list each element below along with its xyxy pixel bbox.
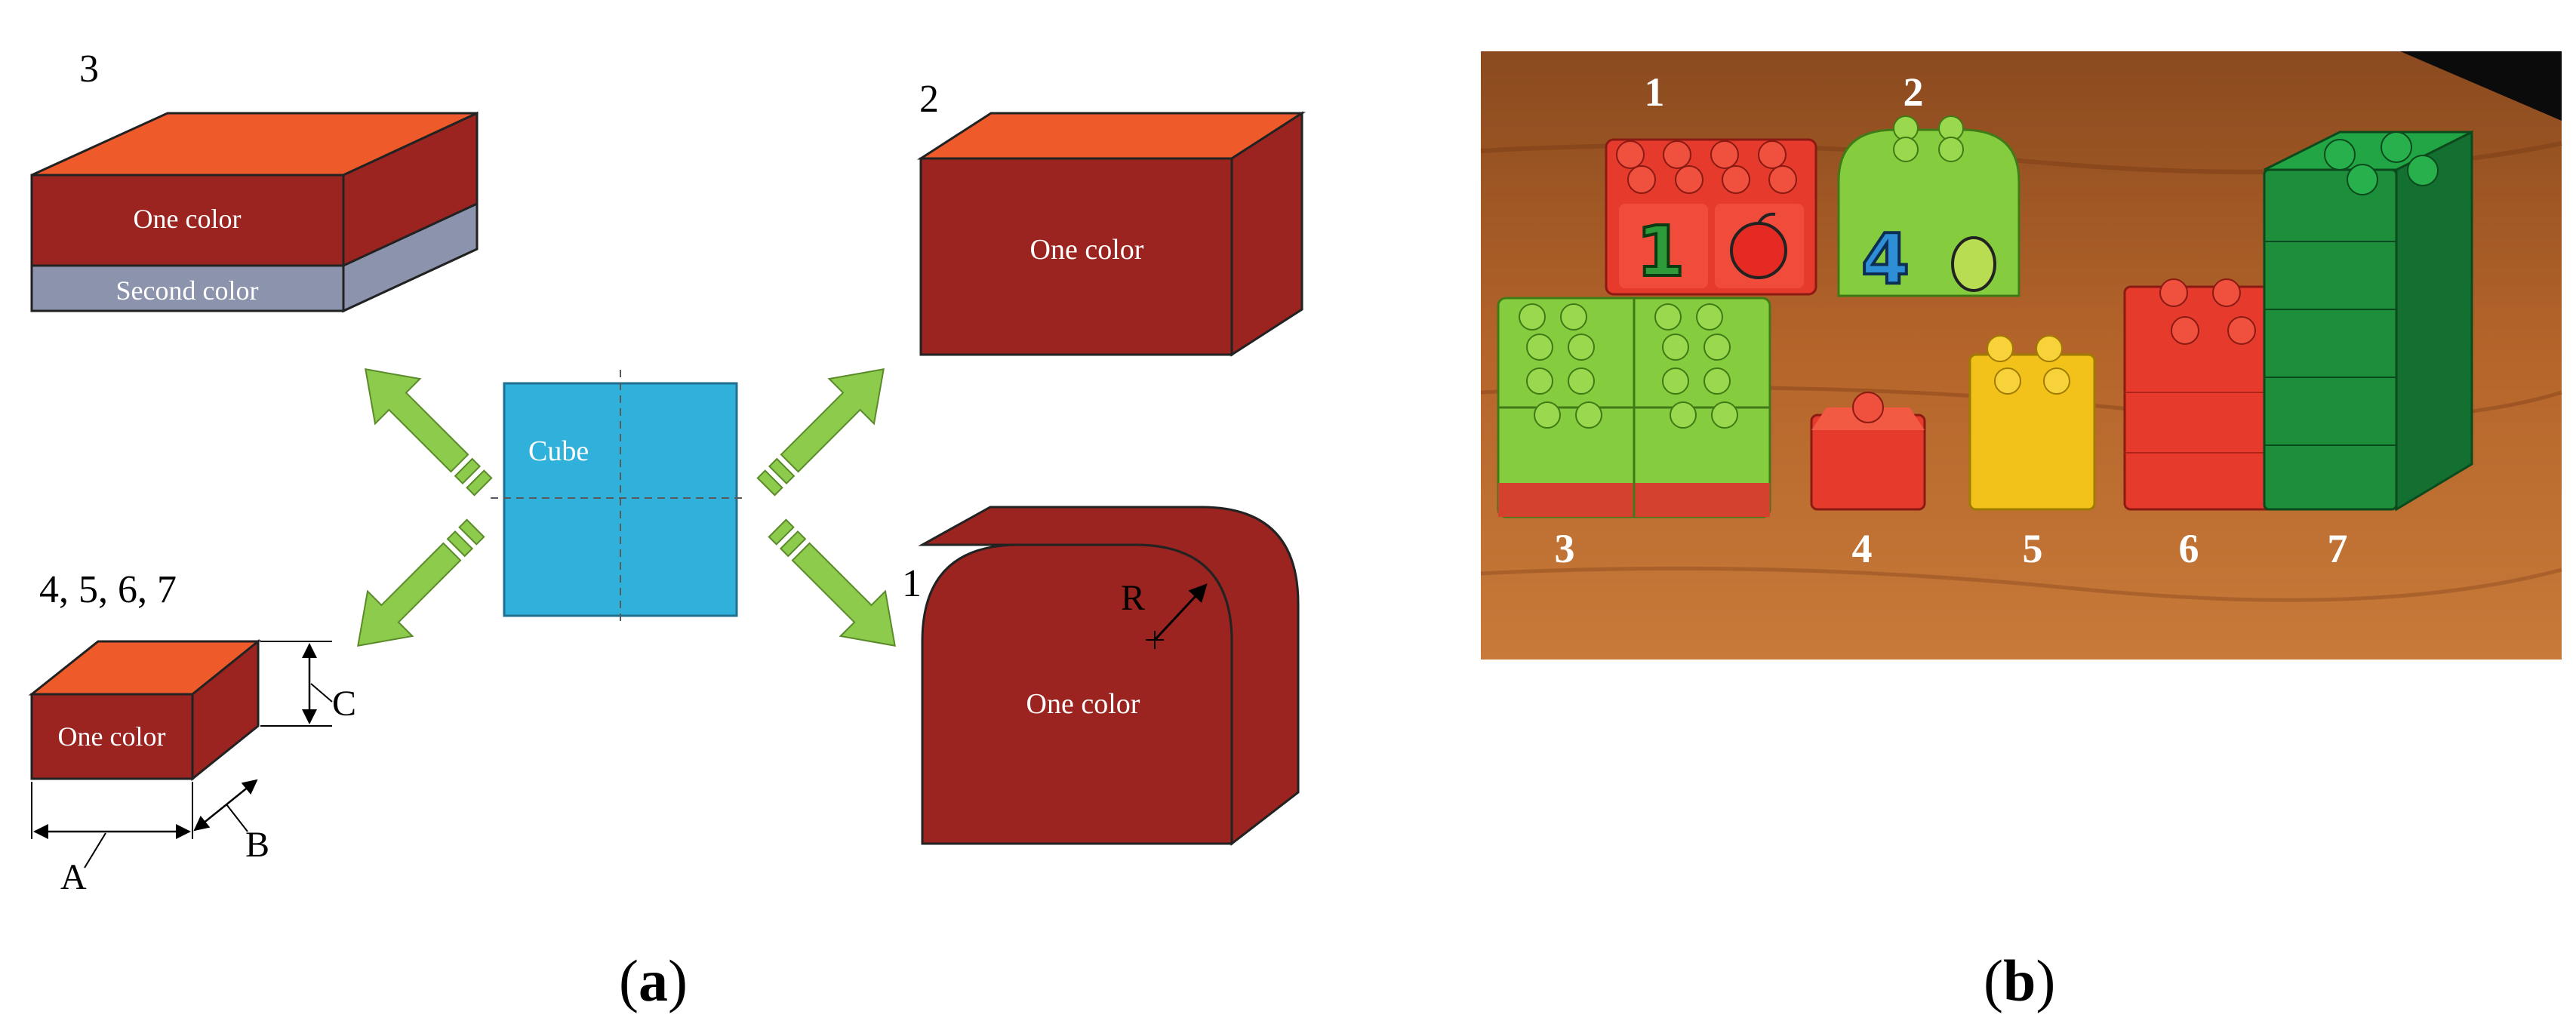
brick-3-green-2x2 bbox=[1497, 297, 1771, 518]
shape-4567-small-box: 4, 5, 6, 7 One color A B C bbox=[28, 568, 356, 897]
brick-1-red-numbered: 1 bbox=[1605, 138, 1817, 296]
shape-1-number: 1 bbox=[902, 562, 922, 605]
shape-1-text: One color bbox=[1026, 688, 1140, 720]
shape-2-box: 2 One color bbox=[916, 78, 1306, 357]
brick-label-5: 5 bbox=[2023, 526, 2043, 571]
brick-5-yellow bbox=[1968, 335, 2096, 511]
dimension-a-label: A bbox=[60, 857, 87, 897]
brick-label-2: 2 bbox=[1904, 69, 1924, 115]
diagram-panel-a: Cube 3 One color Second color 2 bbox=[28, 48, 1306, 897]
shape-3-bottom-text: Second color bbox=[116, 275, 259, 306]
brick-label-7: 7 bbox=[2328, 526, 2348, 571]
caption-a-letter: a bbox=[638, 948, 668, 1013]
shape-2-text: One color bbox=[1030, 234, 1144, 266]
cube-label: Cube bbox=[528, 435, 589, 467]
pear-icon bbox=[1951, 236, 1996, 292]
brick-2-green-arched: 4 bbox=[1837, 115, 2020, 301]
arrow-down-right bbox=[768, 518, 896, 647]
brick-1-digit: 1 bbox=[1636, 211, 1685, 292]
brick-2-digit: 4 bbox=[1861, 219, 1910, 300]
brick-label-3: 3 bbox=[1555, 526, 1575, 571]
arrow-down-left bbox=[357, 518, 485, 647]
shape-2-number: 2 bbox=[919, 78, 939, 121]
caption-a: (a) bbox=[619, 948, 688, 1013]
brick-label-6: 6 bbox=[2179, 526, 2199, 571]
arrow-up-right bbox=[756, 368, 885, 497]
brick-6-red-tall bbox=[2123, 278, 2285, 511]
dimension-c-label: C bbox=[332, 684, 356, 724]
brick-4-red-small bbox=[1810, 392, 1926, 511]
brick-label-4: 4 bbox=[1852, 526, 1873, 571]
shape-1-rounded-box: 1 R One color bbox=[902, 506, 1300, 847]
shape-1-radius-label: R bbox=[1121, 578, 1145, 618]
brick-7-dark-green-tower bbox=[2263, 130, 2473, 512]
caption-b: (b) bbox=[1984, 948, 2056, 1013]
caption-b-letter: b bbox=[2002, 948, 2036, 1013]
shape-3-number: 3 bbox=[79, 48, 99, 91]
dimension-b-label: B bbox=[245, 825, 269, 865]
shape-3-two-color-slab: 3 One color Second color bbox=[30, 48, 479, 313]
shape-3-top-text: One color bbox=[134, 204, 242, 234]
shape-4567-text: One color bbox=[58, 721, 166, 752]
arrow-up-left bbox=[365, 368, 493, 497]
shape-4567-number: 4, 5, 6, 7 bbox=[39, 568, 177, 611]
brick-label-1: 1 bbox=[1645, 69, 1665, 115]
cube-square: Cube bbox=[491, 370, 747, 626]
apple-icon bbox=[1730, 222, 1787, 279]
photo-panel-b: 1 4 bbox=[1480, 51, 2562, 660]
